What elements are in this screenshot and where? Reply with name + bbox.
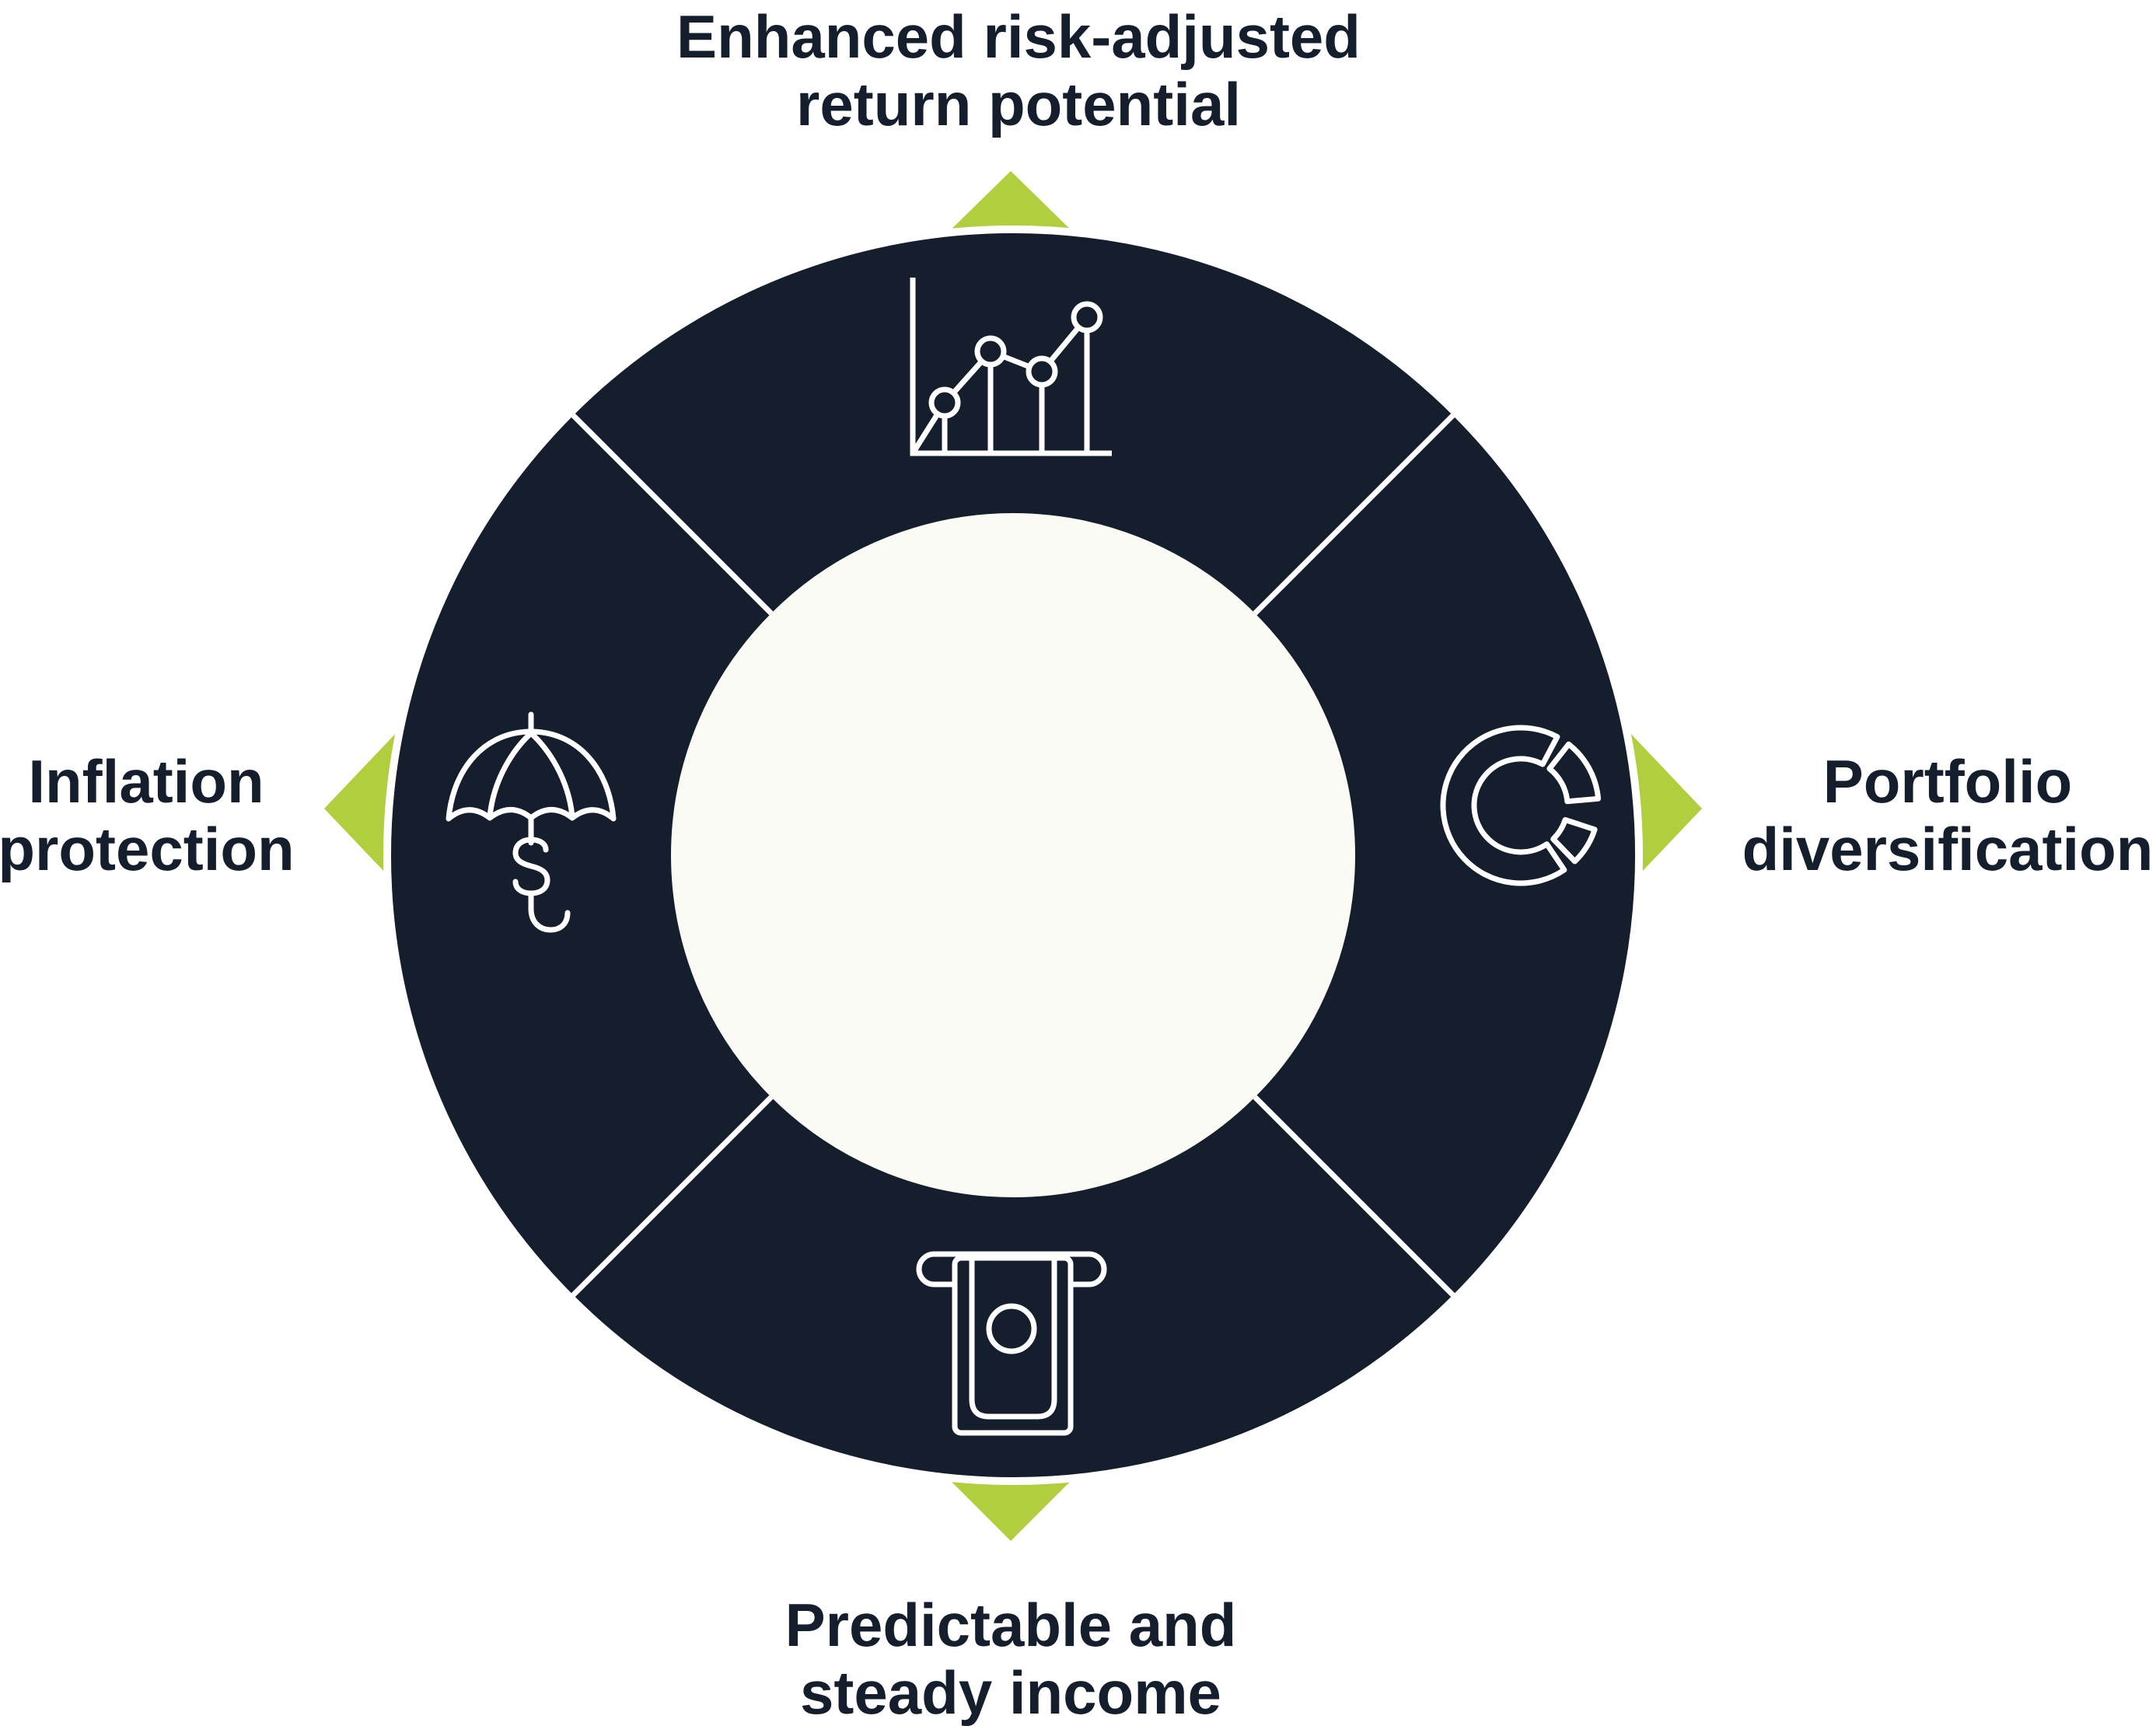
arrow-right-icon [1627,730,1702,887]
donut-chart-icon [1440,725,1602,886]
label-top: Enhanced risk-adjusted return potential [676,2,1361,138]
divider-top-left [571,413,774,616]
divider-bottom-right [1253,1095,1455,1298]
divider-top-right [1253,413,1455,616]
divider-bottom-left [571,1095,774,1298]
outer-gap-ring [383,225,1643,1485]
label-bottom: Predictable and steady income [784,1591,1237,1726]
umbrella-dollar-icon [446,711,617,933]
label-left: Inflation protection [0,747,295,883]
segment-dividers [571,413,1455,1298]
label-right: Portfolio diversification [1742,747,2154,883]
banknote-dispenser-icon [916,1251,1107,1436]
line-chart-icon [910,278,1112,456]
arrow-up-icon [939,171,1082,241]
donut-center-hole [668,510,1358,1200]
arrow-left-icon [324,730,399,887]
arrow-down-icon [939,1469,1082,1541]
